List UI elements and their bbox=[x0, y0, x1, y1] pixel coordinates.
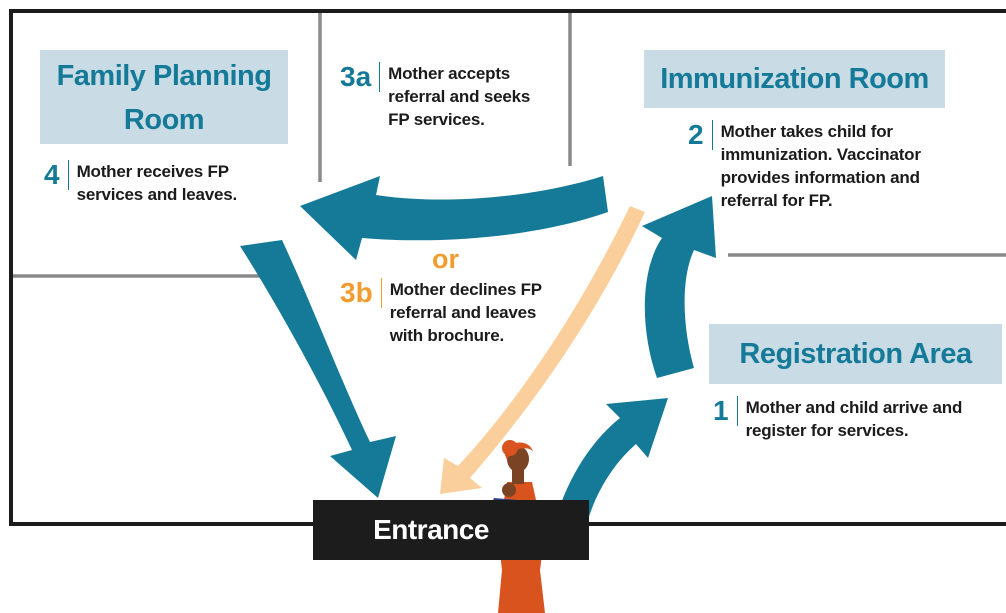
registration-area-label: Registration Area bbox=[709, 324, 1002, 384]
decline-arrow-3b bbox=[440, 206, 645, 494]
step-3a-text: Mother accepts referral and seeks FP ser… bbox=[388, 64, 531, 129]
step-4-number: 4 bbox=[44, 160, 69, 190]
step-3b-number: 3b bbox=[340, 278, 382, 308]
step-1-text: Mother and child arrive and register for… bbox=[745, 398, 963, 440]
immunization-room-label: Immunization Room bbox=[644, 50, 945, 108]
registration-title: Registration Area bbox=[739, 338, 972, 370]
step-3a: 3a Mother accepts referral and seeks FP … bbox=[340, 62, 530, 131]
arrive-arrow-1 bbox=[552, 398, 668, 532]
step-2-text: Mother takes child for immunization. Vac… bbox=[720, 122, 921, 210]
step-1: 1 Mother and child arrive and register f… bbox=[713, 396, 962, 442]
family-planning-title-line1: Family Planning bbox=[56, 60, 272, 92]
leave-arrow-4 bbox=[240, 240, 396, 498]
family-planning-room-label: Family Planning Room bbox=[40, 50, 288, 144]
entrance-label: Entrance bbox=[313, 500, 589, 560]
step-4: 4 Mother receives FP services and leaves… bbox=[44, 160, 237, 206]
step-2-number: 2 bbox=[688, 120, 713, 150]
immunization-title: Immunization Room bbox=[660, 63, 929, 95]
interior-walls bbox=[13, 13, 1006, 278]
move-arrow-2 bbox=[642, 196, 716, 378]
step-3b: 3b Mother declines FP referral and leave… bbox=[340, 278, 542, 347]
step-1-number: 1 bbox=[713, 396, 738, 426]
outer-wall bbox=[9, 9, 1006, 526]
accept-arrow-3a bbox=[300, 176, 608, 260]
step-3a-number: 3a bbox=[340, 62, 381, 92]
step-2: 2 Mother takes child for immunization. V… bbox=[688, 120, 921, 212]
step-4-text: Mother receives FP services and leaves. bbox=[76, 162, 238, 204]
family-planning-title-line2: Room bbox=[123, 104, 205, 136]
step-3b-text: Mother declines FP referral and leaves w… bbox=[389, 280, 542, 345]
or-label: or bbox=[432, 244, 459, 274]
